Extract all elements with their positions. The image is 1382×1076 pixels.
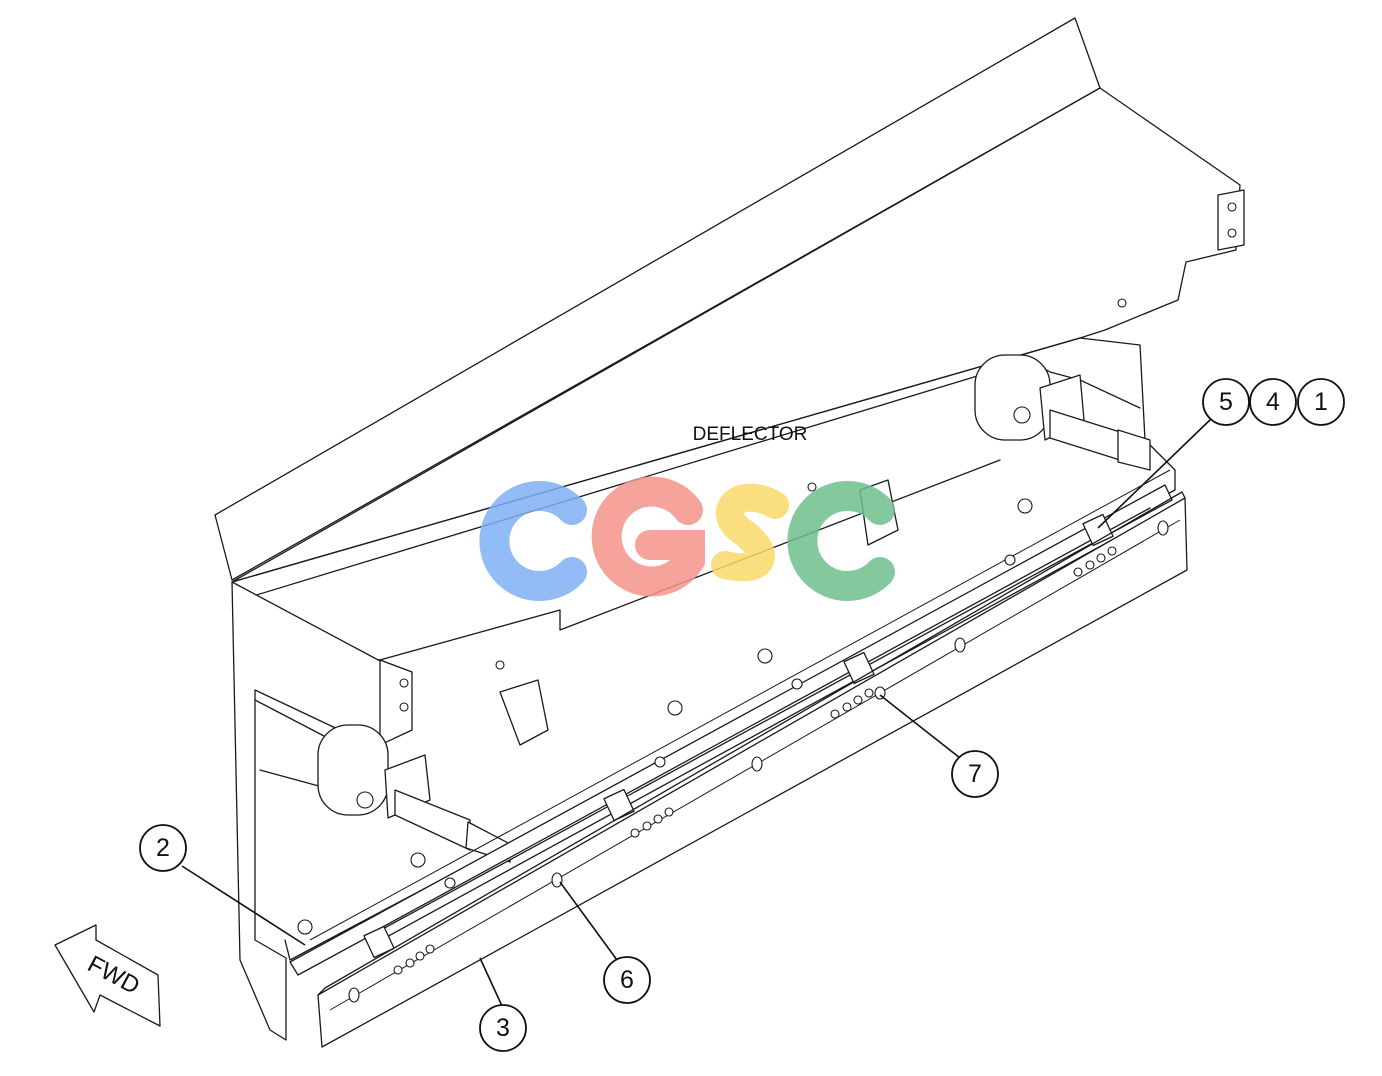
- rail-top-strip: [289, 484, 1173, 976]
- edge-plate-top: [317, 491, 1186, 996]
- piston-rod: [1049, 409, 1121, 461]
- rail-hole: [444, 877, 456, 889]
- callout-5: 5: [1202, 378, 1250, 426]
- deflector-shell: [214, 17, 1245, 1041]
- bolt-head: [297, 919, 313, 935]
- leader-3: [479, 957, 503, 1007]
- callout-number: 1: [1314, 388, 1328, 416]
- callout-circle: [479, 1004, 527, 1052]
- callout-circle: [1297, 378, 1345, 426]
- stud: [551, 872, 563, 888]
- left-end-bracket: [379, 659, 413, 746]
- cutting-edge-plate: [317, 491, 1188, 1048]
- stud: [348, 987, 360, 1003]
- callout-circle: [1202, 378, 1250, 426]
- bolt-holes-right: [1073, 546, 1117, 577]
- callout-3: 3: [479, 1004, 527, 1052]
- callout-number: 6: [620, 966, 634, 994]
- callout-circle: [1249, 378, 1297, 426]
- stud: [1157, 520, 1169, 536]
- watermark-logo: [479, 476, 895, 601]
- diagram-title: DEFLECTOR: [693, 424, 808, 445]
- callout-7: 7: [951, 750, 999, 798]
- leader-5: [1097, 417, 1213, 529]
- cylinder-body: [974, 354, 1051, 441]
- cylinder-left: [317, 724, 513, 863]
- shell-hole: [495, 660, 505, 670]
- rail-hole: [654, 756, 666, 768]
- watermark-letter: [479, 481, 587, 601]
- slot: [499, 679, 549, 746]
- stud: [751, 756, 763, 772]
- cylinder-body: [317, 724, 389, 816]
- piston-rod: [394, 789, 471, 851]
- watermark-letter: [787, 481, 895, 601]
- callout-number: 5: [1219, 388, 1233, 416]
- bolt-head: [1017, 498, 1033, 514]
- leader-6: [559, 881, 618, 961]
- lower-rail: [289, 469, 1173, 976]
- clamp-bar: [367, 507, 1151, 936]
- bolt-holes-mid-right: [830, 688, 874, 719]
- shell-hole: [807, 482, 817, 492]
- callout-circle: [139, 824, 187, 872]
- bolt-holes-mid-left: [630, 807, 674, 838]
- shell-hole: [1117, 298, 1127, 308]
- watermark-letter: [591, 476, 705, 597]
- callout-number: 4: [1266, 388, 1280, 416]
- cylinder-right: [974, 354, 1151, 471]
- inner-ledge: [239, 359, 1141, 601]
- clamp: [843, 651, 875, 685]
- stud: [954, 637, 966, 653]
- bolt-head: [667, 700, 683, 716]
- bracket-hole: [399, 702, 409, 712]
- callout-4: 4: [1249, 378, 1297, 426]
- bolt-head: [410, 852, 426, 868]
- pin-head: [356, 791, 374, 809]
- rod-end-nut: [1117, 429, 1151, 471]
- callout-2: 2: [139, 824, 187, 872]
- rail-hole: [791, 678, 803, 690]
- callout-circle: [603, 956, 651, 1004]
- leader-2: [181, 865, 306, 946]
- callout-circle: [951, 750, 999, 798]
- watermark-letter: [711, 483, 789, 582]
- edge-plate-face: [317, 497, 1188, 1048]
- bolt-head: [757, 648, 773, 664]
- callout-6: 6: [603, 956, 651, 1004]
- clamp: [1082, 513, 1114, 547]
- rail-edge: [309, 469, 1171, 941]
- pin-head: [1013, 406, 1031, 424]
- callout-number: 2: [156, 834, 170, 862]
- rail-hole: [1004, 554, 1016, 566]
- callout-1: 1: [1297, 378, 1345, 426]
- bracket-hole: [1227, 202, 1237, 212]
- right-end-bracket: [1217, 189, 1245, 251]
- leader-7: [879, 694, 961, 759]
- leader-lines: [181, 417, 1213, 1007]
- bracket-hole: [1227, 228, 1237, 238]
- fwd-arrow-shape: [54, 924, 161, 1027]
- bracket-hole: [399, 678, 409, 688]
- callout-number: 3: [496, 1014, 510, 1042]
- bolt-holes-left: [393, 944, 435, 975]
- callout-number: 7: [968, 760, 982, 788]
- clamp-bar: [371, 517, 1153, 946]
- clamp: [363, 925, 395, 959]
- fwd-direction-arrow: FWD: [54, 924, 161, 1027]
